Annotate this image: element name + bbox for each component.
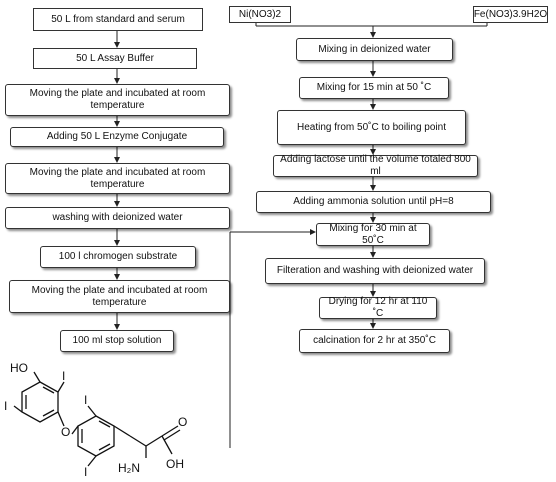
label-i-2: I <box>4 399 7 413</box>
label-h2n: H₂N <box>118 461 140 475</box>
label-carbonyl-o: O <box>178 415 187 429</box>
right-step-9: calcination for 2 hr at 350˚C <box>299 329 450 353</box>
left-step-3: Moving the plate and incubated at room t… <box>5 84 230 116</box>
right-ring <box>77 415 115 457</box>
left-ring <box>21 381 59 423</box>
input-fe-nitrate: Fe(NO3)3.9H2O <box>473 6 548 23</box>
label-oh: OH <box>166 457 184 471</box>
label-i-3: I <box>84 393 87 407</box>
left-step-2: 50 L Assay Buffer <box>33 48 197 69</box>
left-step-8: Moving the plate and incubated at room t… <box>9 280 230 313</box>
left-step-5: Moving the plate and incubated at room t… <box>5 163 230 194</box>
label-ho: HO <box>10 361 28 375</box>
right-step-7: Filteration and washing with deionized w… <box>265 258 485 284</box>
left-step-9: 100 ml stop solution <box>60 330 174 352</box>
right-step-6: Mixing for 30 min at 50˚C <box>316 223 430 246</box>
label-i-4: I <box>84 465 87 479</box>
molecule-structure: HO I I I O I H₂N O OH <box>4 361 187 479</box>
right-step-2: Mixing for 15 min at 50 ˚C <box>299 77 449 99</box>
input-ni-nitrate: Ni(NO3)2 <box>229 6 291 23</box>
label-o-bridge: O <box>61 425 70 439</box>
right-step-1: Mixing in deionized water <box>296 38 453 61</box>
left-step-6: washing with deionized water <box>5 207 230 229</box>
right-step-4: Adding lactose until the volume totaled … <box>273 154 478 177</box>
left-step-7: 100 l chromogen substrate <box>40 246 196 268</box>
left-step-1: 50 L from standard and serum <box>33 8 203 31</box>
right-step-5: Adding ammonia solution until pH=8 <box>256 191 491 213</box>
label-i-1: I <box>62 369 65 383</box>
right-step-8: Drying for 12 hr at 110 ˚C <box>319 296 437 319</box>
left-step-4: Adding 50 L Enzyme Conjugate <box>10 127 224 147</box>
right-step-3: Heating from 50˚C to boiling point <box>277 110 466 145</box>
